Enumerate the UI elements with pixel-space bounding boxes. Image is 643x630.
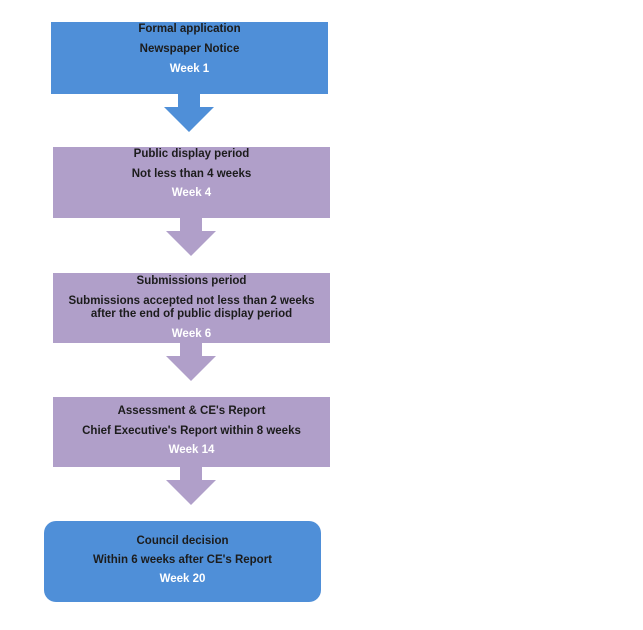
step-detail: Not less than 4 weeks <box>131 168 252 180</box>
step-week: Week 6 <box>171 328 212 340</box>
down-arrow-icon <box>166 343 216 381</box>
down-arrow-icon <box>166 218 216 256</box>
step-detail: Chief Executive's Report within 8 weeks <box>82 425 301 437</box>
step-assessment-ce-report: Assessment & CE's Report Chief Executive… <box>53 397 330 467</box>
step-formal-application: Formal application Newspaper Notice Week… <box>51 22 328 94</box>
step-title: Submissions period <box>136 275 247 287</box>
step-week: Week 4 <box>171 187 212 199</box>
step-title: Formal application <box>138 23 241 35</box>
down-arrow-icon <box>166 467 216 505</box>
step-title: Assessment & CE's Report <box>117 405 266 417</box>
step-detail: Submissions accepted not less than 2 wee… <box>68 295 315 320</box>
down-arrow-icon <box>164 94 214 132</box>
step-detail: Newspaper Notice <box>139 43 240 55</box>
step-week: Week 14 <box>168 444 215 456</box>
step-detail: Within 6 weeks after CE's Report <box>92 554 272 566</box>
step-council-decision: Council decision Within 6 weeks after CE… <box>44 521 321 602</box>
step-title: Council decision <box>136 535 229 547</box>
step-submissions-period: Submissions period Submissions accepted … <box>53 273 330 343</box>
step-public-display-period: Public display period Not less than 4 we… <box>53 147 330 218</box>
step-title: Public display period <box>133 148 250 160</box>
step-week: Week 20 <box>159 573 206 585</box>
step-week: Week 1 <box>169 63 210 75</box>
